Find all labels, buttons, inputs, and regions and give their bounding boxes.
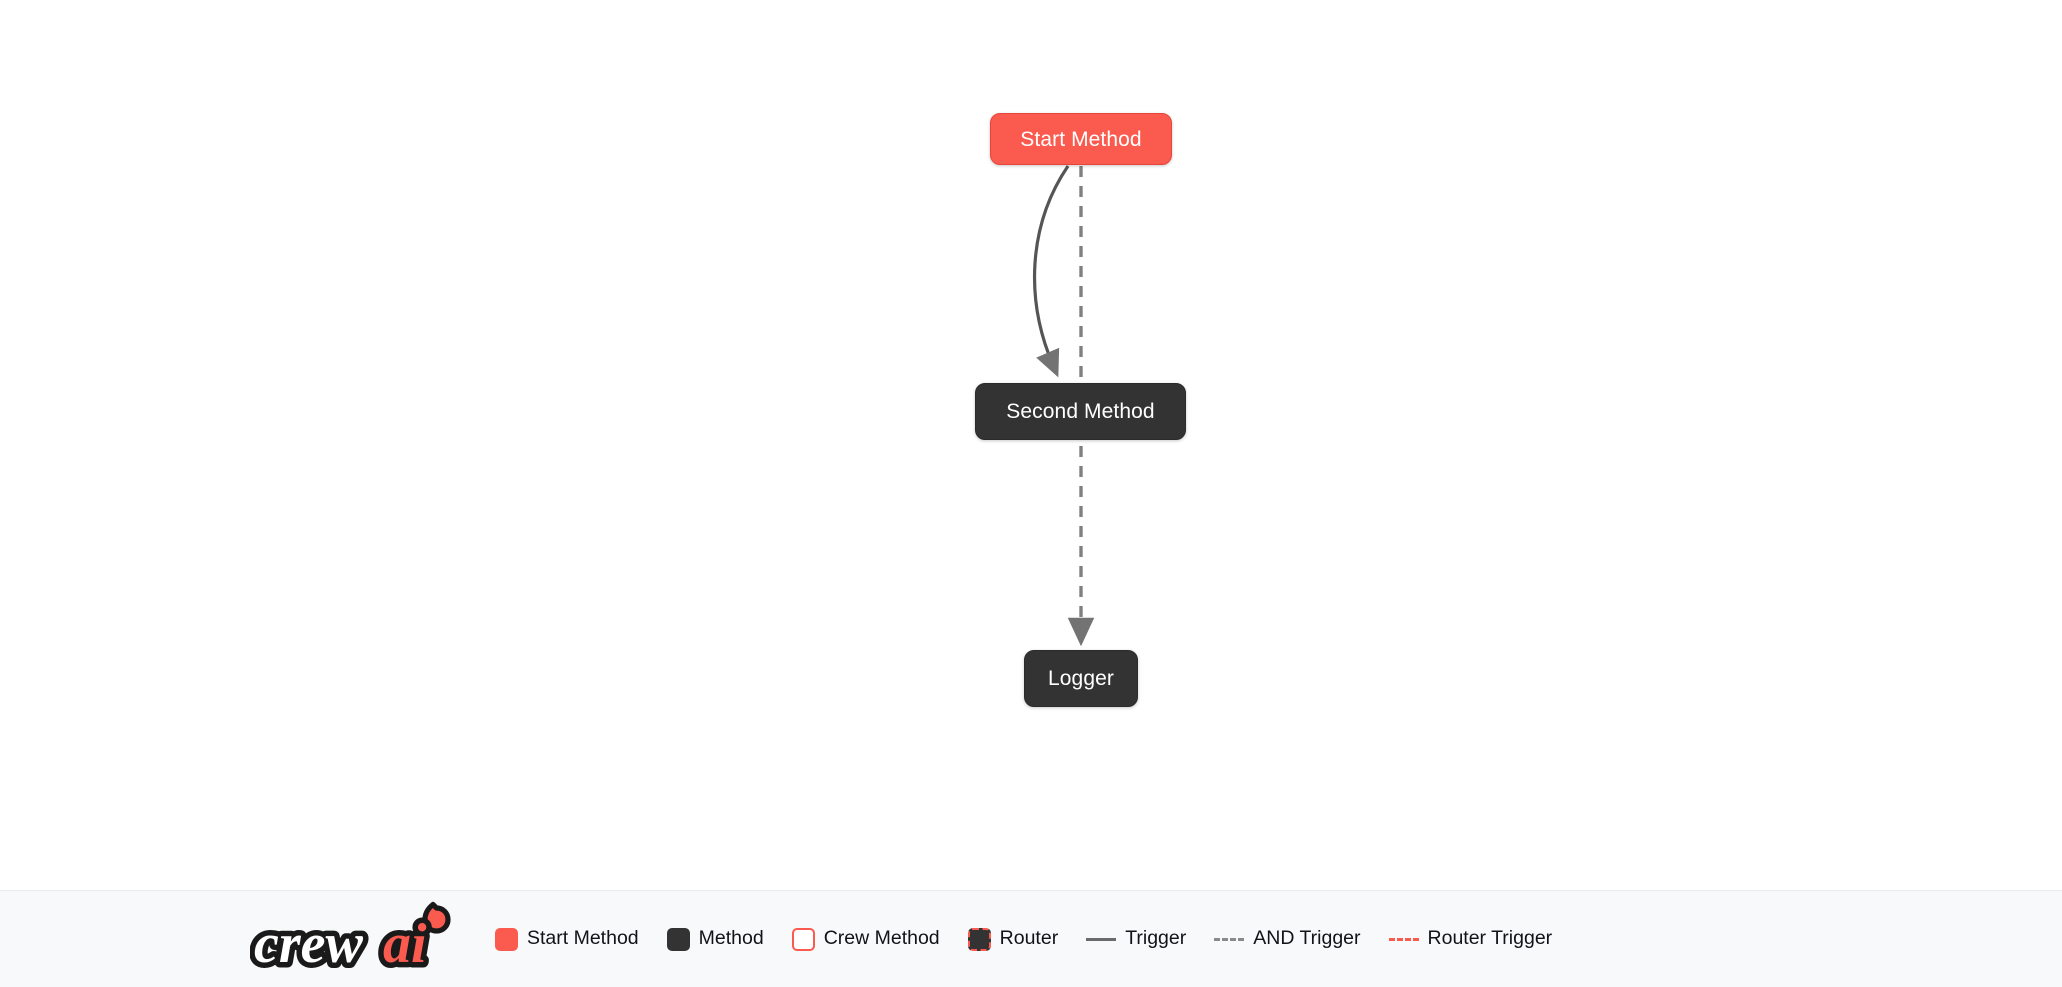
legend-item-start-method: Start Method bbox=[495, 927, 639, 951]
legend-label: Method bbox=[698, 927, 764, 950]
and-trigger-line-icon bbox=[1214, 937, 1245, 941]
legend-label: Router bbox=[999, 927, 1059, 950]
legend-item-method: Method bbox=[666, 927, 764, 951]
router-trigger-line-icon bbox=[1388, 937, 1419, 941]
edge-start-to-second bbox=[1033, 165, 1070, 378]
svg-text:crew: crew bbox=[254, 913, 364, 975]
legend-label: Crew Method bbox=[823, 927, 940, 950]
flow-canvas[interactable]: Start Method Second Method Logger bbox=[0, 0, 2062, 890]
legend-item-trigger: Trigger bbox=[1086, 929, 1186, 949]
node-label: Logger bbox=[1048, 667, 1114, 690]
legend-label: Start Method bbox=[527, 927, 639, 950]
trigger-line-icon bbox=[1086, 937, 1117, 941]
legend-item-router-trigger: Router Trigger bbox=[1388, 927, 1553, 950]
svg-text:ai: ai bbox=[383, 913, 427, 975]
crewai-wordmark-icon: crew crew ai ai bbox=[250, 901, 451, 978]
legend-item-router: Router bbox=[967, 927, 1059, 951]
node-label: Second Method bbox=[1006, 400, 1155, 423]
node-label: Start Method bbox=[1020, 127, 1142, 151]
legend-label: AND Trigger bbox=[1253, 927, 1361, 950]
svg-text:crew: crew bbox=[254, 913, 364, 975]
legend-label: Router Trigger bbox=[1427, 927, 1553, 950]
router-swatch-icon bbox=[967, 927, 991, 951]
node-start-method[interactable]: Start Method bbox=[990, 113, 1172, 165]
method-swatch-icon bbox=[666, 927, 690, 951]
svg-text:ai: ai bbox=[383, 913, 427, 975]
legend-label: Trigger bbox=[1125, 927, 1187, 950]
edge-layer bbox=[1033, 165, 1095, 647]
crewai-logo: crew crew ai ai bbox=[250, 900, 465, 978]
start-method-swatch-icon bbox=[495, 927, 518, 951]
legend-item-crew-method: Crew Method bbox=[791, 927, 940, 951]
node-logger[interactable]: Logger bbox=[1024, 650, 1138, 707]
legend-bar: crew crew ai ai Start Method Method Crew… bbox=[0, 890, 2062, 987]
crew-method-swatch-icon bbox=[791, 927, 815, 951]
node-second-method[interactable]: Second Method bbox=[975, 383, 1186, 440]
legend-item-and-trigger: AND Trigger bbox=[1214, 927, 1361, 950]
